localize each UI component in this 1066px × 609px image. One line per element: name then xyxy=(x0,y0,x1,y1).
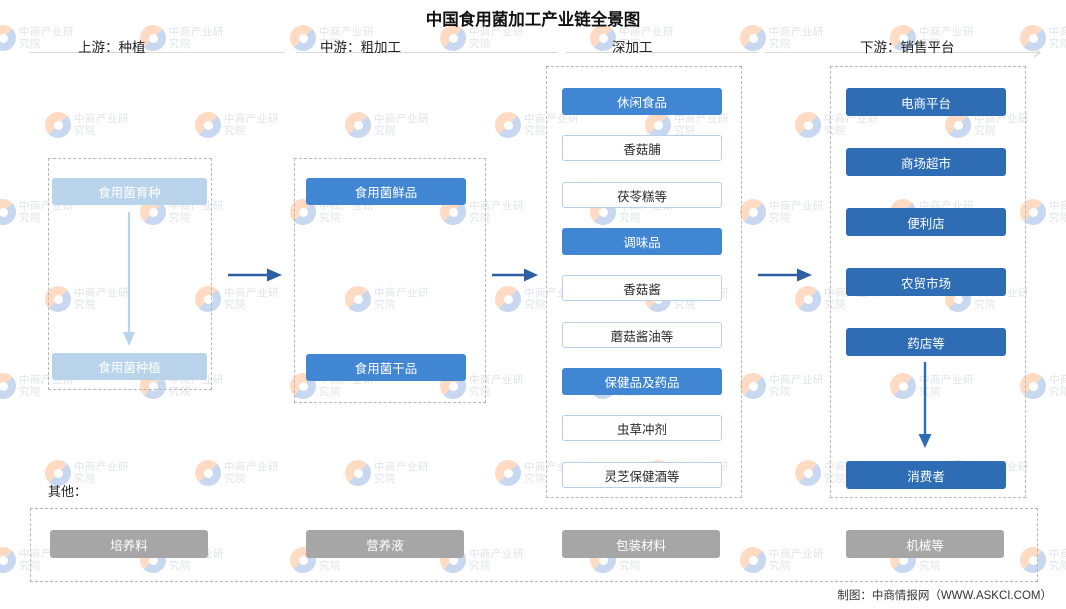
watermark-logo-icon xyxy=(0,199,16,225)
watermark-text: 中商产业研究院 xyxy=(1049,548,1066,572)
watermark-logo-icon xyxy=(740,199,766,225)
node-deep-item-snack-1[interactable]: 香菇脯 xyxy=(562,135,722,161)
arrow-deep-to-downstream xyxy=(758,268,812,282)
watermark: 中商产业研究院 xyxy=(45,105,165,145)
node-deep-item-health-2[interactable]: 灵芝保健酒等 xyxy=(562,462,722,488)
watermark-text: 中商产业研究院 xyxy=(1049,374,1066,398)
header-rule-4 xyxy=(765,52,1035,53)
header-rule-1 xyxy=(30,52,285,53)
node-deep-item-seasoning-2[interactable]: 蘑菇酱油等 xyxy=(562,322,722,348)
node-deep-group-header-snack[interactable]: 休闲食品 xyxy=(562,88,722,115)
watermark-logo-icon xyxy=(345,460,371,486)
arrow-channels-to-consumer xyxy=(918,362,932,448)
watermark-text: 中商产业研究院 xyxy=(769,200,824,224)
watermark-text: 中商产业研究院 xyxy=(374,113,429,137)
watermark-logo-icon xyxy=(195,112,221,138)
watermark-logo-icon xyxy=(495,112,521,138)
midstream-container xyxy=(294,158,486,403)
watermark-logo-icon xyxy=(345,112,371,138)
page-title: 中国食用菌加工产业链全景图 xyxy=(425,11,641,29)
watermark-text: 中商产业研究院 xyxy=(374,461,429,485)
stage-header-deep: 深加工 xyxy=(612,40,653,55)
node-midstream-dried[interactable]: 食用菌干品 xyxy=(306,354,466,381)
node-other-machinery[interactable]: 机械等 xyxy=(846,530,1004,558)
watermark-text: 中商产业研究院 xyxy=(224,113,279,137)
node-other-substrate[interactable]: 培养料 xyxy=(50,530,208,558)
node-channel-ecommerce[interactable]: 电商平台 xyxy=(846,88,1006,116)
other-container xyxy=(30,508,1038,582)
header-rule-3 xyxy=(566,52,758,53)
node-deep-item-health-1[interactable]: 虫草冲剂 xyxy=(562,415,722,441)
watermark-text: 中商产业研究院 xyxy=(769,374,824,398)
stage-header-midstream: 中游：粗加工 xyxy=(320,40,401,55)
node-channel-supermarket[interactable]: 商场超市 xyxy=(846,148,1006,176)
other-label: 其他： xyxy=(48,484,88,499)
watermark-text: 中商产业研究院 xyxy=(224,287,279,311)
watermark: 中商产业研究院 xyxy=(345,105,465,145)
node-channel-farmers-market[interactable]: 农贸市场 xyxy=(846,268,1006,296)
node-upstream-planting[interactable]: 食用菌种植 xyxy=(52,353,207,380)
watermark-logo-icon xyxy=(195,460,221,486)
arrow-midstream-to-deep xyxy=(492,268,538,282)
watermark-logo-icon xyxy=(740,373,766,399)
node-deep-group-header-health[interactable]: 保健品及药品 xyxy=(562,368,722,395)
watermark: 中商产业研究院 xyxy=(1020,192,1066,232)
node-channel-pharmacy[interactable]: 药店等 xyxy=(846,328,1006,356)
deep-container xyxy=(546,66,742,498)
node-upstream-breeding[interactable]: 食用菌育种 xyxy=(52,178,207,205)
watermark-logo-icon xyxy=(0,373,16,399)
watermark-logo-icon xyxy=(495,460,521,486)
watermark-logo-icon xyxy=(795,460,821,486)
watermark: 中商产业研究院 xyxy=(1020,366,1066,406)
arrow-upstream-to-midstream xyxy=(228,268,282,282)
watermark-logo-icon xyxy=(795,112,821,138)
node-deep-item-seasoning-1[interactable]: 香菇酱 xyxy=(562,275,722,301)
node-channel-convenience-store[interactable]: 便利店 xyxy=(846,208,1006,236)
stage-header-upstream: 上游：种植 xyxy=(78,40,146,55)
watermark-logo-icon xyxy=(495,286,521,312)
watermark: 中商产业研究院 xyxy=(195,453,315,493)
watermark-text: 中商产业研究院 xyxy=(224,461,279,485)
watermark-logo-icon xyxy=(45,112,71,138)
watermark-text: 中商产业研究院 xyxy=(1049,200,1066,224)
watermark-text: 中商产业研究院 xyxy=(74,113,129,137)
downstream-container xyxy=(830,66,1026,498)
watermark-logo-icon xyxy=(795,286,821,312)
watermark: 中商产业研究院 xyxy=(345,453,465,493)
node-other-packaging[interactable]: 包装材料 xyxy=(562,530,720,558)
node-midstream-fresh[interactable]: 食用菌鲜品 xyxy=(306,178,466,205)
stage-header-downstream: 下游：销售平台 xyxy=(860,40,955,55)
upstream-container xyxy=(48,158,212,390)
watermark: 中商产业研究院 xyxy=(195,105,315,145)
node-deep-group-header-seasoning[interactable]: 调味品 xyxy=(562,228,722,255)
node-other-nutrient-solution[interactable]: 营养液 xyxy=(306,530,464,558)
arrow-breeding-to-planting xyxy=(123,212,135,346)
header-rule-2 xyxy=(296,52,558,53)
node-deep-item-snack-2[interactable]: 茯苓糕等 xyxy=(562,182,722,208)
header-rule-arrow xyxy=(1028,47,1042,58)
node-consumer[interactable]: 消费者 xyxy=(846,461,1006,489)
watermark-logo-icon xyxy=(0,547,16,573)
credit-text: 制图：中商情报网（WWW.ASKCI.COM） xyxy=(837,590,1052,602)
